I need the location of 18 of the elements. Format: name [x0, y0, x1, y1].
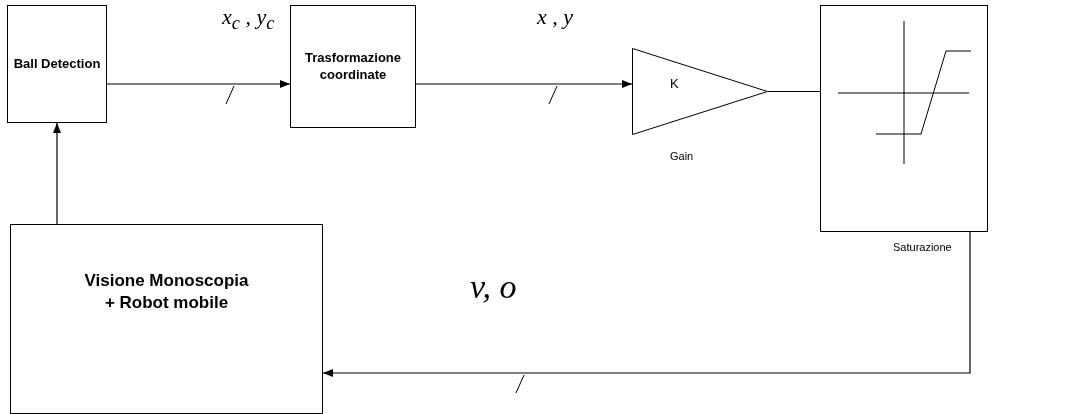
- process-box: [290, 5, 416, 128]
- connector-arrow: [106, 80, 291, 88]
- process-box: [7, 5, 107, 123]
- saturation-block: [820, 5, 988, 232]
- block-label: Visione Monoscopia + Robot mobile: [83, 270, 250, 315]
- block-label: Trasformazione coordinate: [303, 49, 403, 84]
- gain-triangle: [632, 48, 768, 135]
- block-label: Ball Detection: [13, 55, 101, 73]
- signal-label: x$_{c}$ , y$_{c}$: [222, 6, 275, 33]
- signal-label: x , y: [537, 6, 574, 28]
- block-caption: Saturazione: [893, 241, 952, 253]
- process-box: [10, 224, 323, 414]
- connector-arrow: [322, 231, 971, 377]
- connector-arrow: [53, 122, 61, 225]
- signal-label: v, o: [470, 270, 517, 304]
- block-caption: Gain: [670, 150, 694, 162]
- connector-arrow: [415, 80, 633, 88]
- gain-symbol: K: [670, 76, 679, 91]
